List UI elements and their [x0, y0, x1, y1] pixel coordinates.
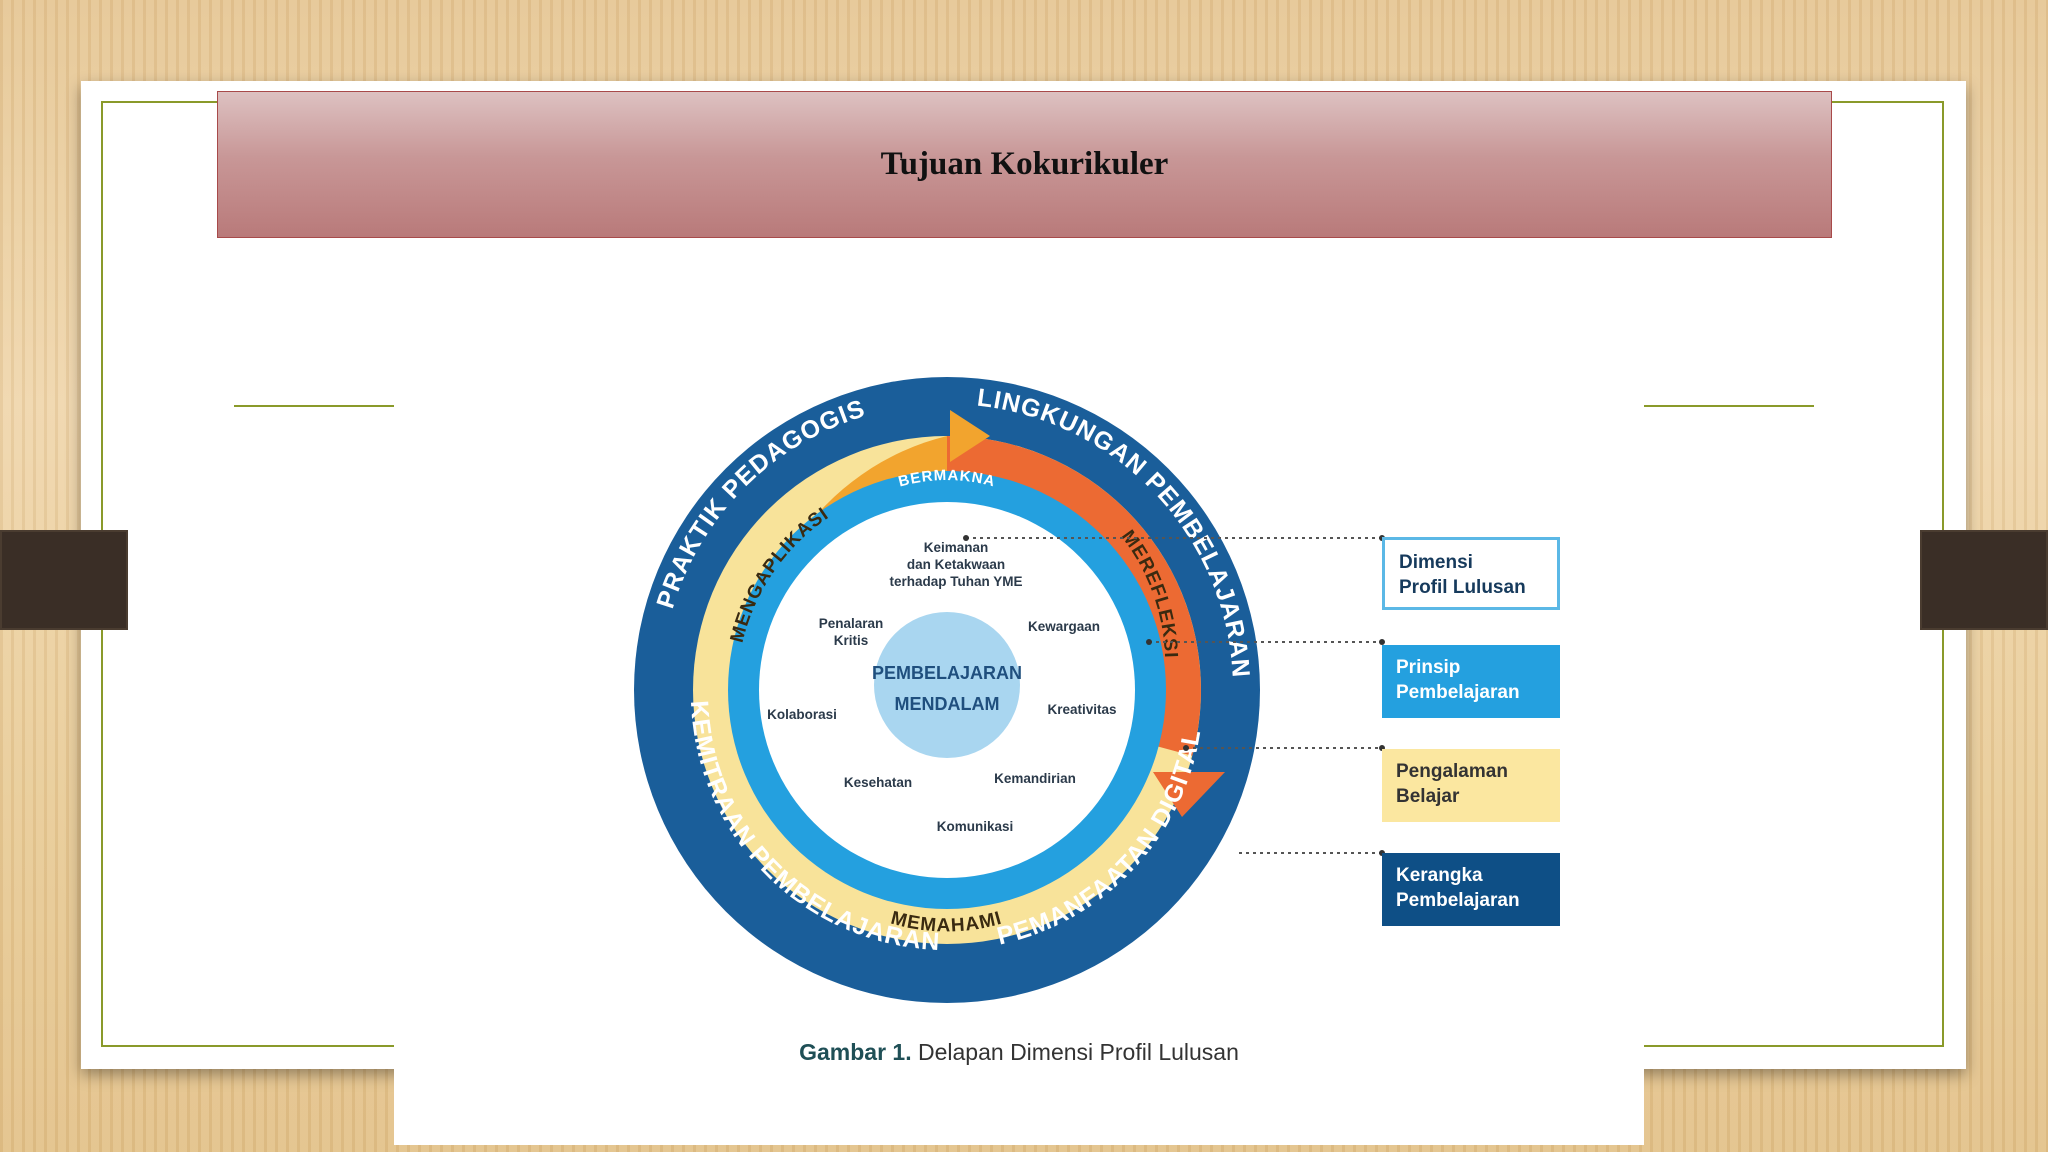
profile-diagram: PRAKTIK PEDAGOGIS LINGKUNGAN PEMBELAJARA… [634, 377, 1385, 1003]
dimension-keimanan-line3: terhadap Tuhan YME [889, 574, 1022, 589]
center-label-line1: PEMBELAJARAN [872, 663, 1022, 683]
caption-label: Gambar 1. [799, 1039, 912, 1065]
dimension-kemandirian: Kemandirian [994, 771, 1076, 786]
slide: Tujuan Kokurikuler [81, 81, 1966, 1145]
legend-kerangka-line2: Pembelajaran [1396, 890, 1520, 911]
title-bar: Tujuan Kokurikuler [217, 91, 1832, 238]
binder-tab-right [1920, 530, 2048, 630]
leader-dot-dimensi [963, 535, 969, 541]
legend-prinsip-line2: Pembelajaran [1396, 682, 1520, 703]
leader-dot-pengalaman [1183, 745, 1189, 751]
center-circle [874, 612, 1020, 758]
dimension-keimanan-line1: Keimanan [924, 540, 989, 555]
arrow-head-orange [950, 410, 990, 462]
legend-pengalaman-line1: Pengalaman [1396, 761, 1508, 782]
diagram-figure: PRAKTIK PEDAGOGIS LINGKUNGAN PEMBELAJARA… [394, 357, 1644, 1145]
principle-label-top: BERMAKNA [897, 467, 998, 491]
figure-caption: Gambar 1. Delapan Dimensi Profil Lulusan [394, 1039, 1644, 1066]
legend-dimensi-line1: Dimensi [1399, 552, 1473, 573]
legend-kerangka-line1: Kerangka [1396, 865, 1483, 886]
dimension-kewargaan: Kewargaan [1028, 619, 1100, 634]
divider-left [234, 405, 394, 407]
leader-end-prinsip [1379, 639, 1385, 645]
dimension-kolaborasi: Kolaborasi [767, 707, 837, 722]
dimension-penalaran-line1: Penalaran [819, 616, 884, 631]
legend-dimensi-profil-lulusan: Dimensi Profil Lulusan [1382, 537, 1560, 610]
binder-tab-left [0, 530, 128, 630]
dimension-kesehatan: Kesehatan [844, 775, 912, 790]
dimension-keimanan-line2: dan Ketakwaan [907, 557, 1005, 572]
divider-right [1644, 405, 1814, 407]
legend-prinsip-pembelajaran: Prinsip Pembelajaran [1382, 645, 1560, 718]
leader-dot-prinsip [1146, 639, 1152, 645]
center-label-line2: MENDALAM [895, 694, 1000, 714]
legend-prinsip-line1: Prinsip [1396, 657, 1461, 678]
dimension-kreativitas: Kreativitas [1047, 702, 1116, 717]
dimension-penalaran-line2: Kritis [834, 633, 869, 648]
legend-pengalaman-belajar: Pengalaman Belajar [1382, 749, 1560, 822]
legend-pengalaman-line2: Belajar [1396, 786, 1460, 807]
legend-kerangka-pembelajaran: Kerangka Pembelajaran [1382, 853, 1560, 926]
dimension-komunikasi: Komunikasi [937, 819, 1014, 834]
caption-text: Delapan Dimensi Profil Lulusan [918, 1039, 1239, 1065]
arrow-head-red [1153, 772, 1225, 817]
slide-title: Tujuan Kokurikuler [880, 146, 1169, 182]
legend-dimensi-line2: Profil Lulusan [1399, 577, 1526, 598]
